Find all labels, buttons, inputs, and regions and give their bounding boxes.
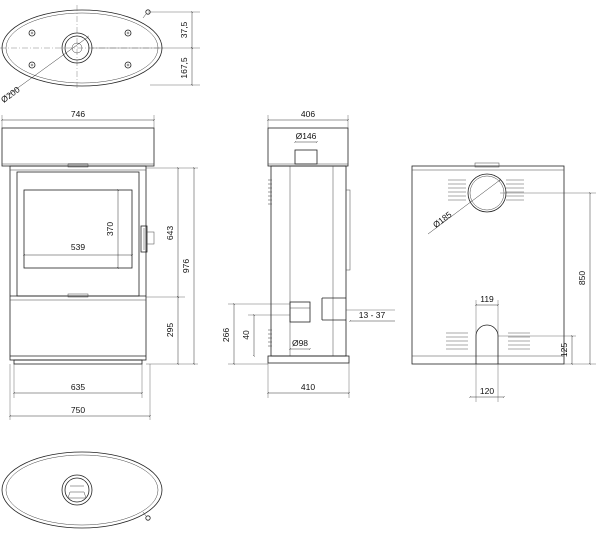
height-976-label: 976 <box>181 259 191 273</box>
dim-167-5-label: 167,5 <box>179 57 189 79</box>
height-125-label: 125 <box>559 343 569 357</box>
height-850-label: 850 <box>577 271 587 285</box>
bolt-holes <box>28 29 132 69</box>
side-louvres <box>268 179 272 205</box>
dia-185-label: Ø185 <box>431 209 454 230</box>
base-635-label: 635 <box>71 382 85 392</box>
rear-louvres <box>268 329 272 347</box>
dim-37-5-label: 37,5 <box>179 21 189 38</box>
lower-vents <box>446 332 530 350</box>
width-119-label: 119 <box>480 294 494 304</box>
side-view: 406 Ø146 266 40 Ø98 13 - 37 410 <box>221 109 395 398</box>
dim-40-label: 40 <box>241 330 251 340</box>
front-view: 746 539 370 643 295 976 635 750 <box>0 109 198 420</box>
rear-view: Ø185 850 125 119 12 <box>411 162 596 402</box>
top-view: 37,5 167,5 Ø200 <box>0 5 200 105</box>
height-295-label: 295 <box>165 323 175 337</box>
dia-98-label: Ø98 <box>292 338 308 348</box>
width-746-label: 746 <box>71 109 85 119</box>
glass-height-370-label: 370 <box>105 222 115 236</box>
plan-view-bottom <box>1 451 163 529</box>
base-750-label: 750 <box>71 405 85 415</box>
range-13-37-label: 13 - 37 <box>359 310 386 320</box>
dia-146-label: Ø146 <box>296 131 317 141</box>
glass-width-539-label: 539 <box>71 242 85 252</box>
dim-266-label: 266 <box>221 328 231 342</box>
width-120-label: 120 <box>480 386 494 396</box>
upper-vents <box>448 179 524 201</box>
side-base-410-label: 410 <box>301 382 315 392</box>
height-643-label: 643 <box>165 226 175 240</box>
side-width-406-label: 406 <box>301 109 315 119</box>
